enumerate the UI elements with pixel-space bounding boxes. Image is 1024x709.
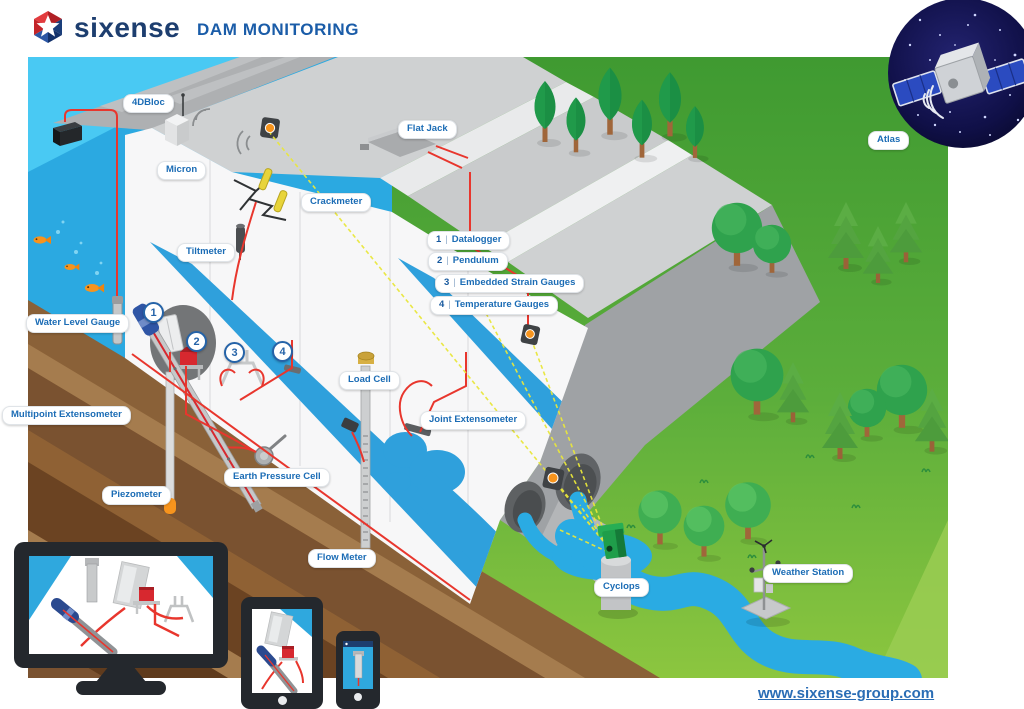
label-joint-extensometer: Joint Extensometer — [420, 411, 527, 430]
label-micron: Micron — [157, 161, 207, 180]
monitor-frame — [14, 542, 228, 668]
legend-text: Temperature Gauges — [454, 299, 550, 310]
label-piezometer: Piezometer — [102, 486, 171, 505]
trees — [534, 67, 948, 562]
brand-name: sixense — [74, 12, 181, 43]
website-link[interactable]: www.sixense-group.com — [758, 685, 935, 702]
phone-screen — [343, 641, 373, 689]
page-title: DAM MONITORING — [197, 20, 360, 39]
marker-2: 2 — [186, 331, 207, 352]
header: sixense DAM MONITORING — [0, 0, 1024, 56]
legend-item-pendulum: 2|Pendulum — [428, 252, 508, 271]
tablet — [241, 597, 323, 709]
legend-num: 1 — [436, 234, 442, 245]
sixense-logo-icon — [34, 11, 62, 43]
marker-4: 4 — [272, 341, 293, 362]
legend-item-temperature-gauges: 4|Temperature Gauges — [430, 296, 559, 315]
weather-station-icon — [740, 539, 792, 627]
legend-num: 3 — [444, 277, 450, 288]
legend-num: 2 — [437, 255, 443, 266]
water-level-cable — [64, 109, 118, 298]
label-water-level-gauge: Water Level Gauge — [26, 314, 130, 333]
label-crackmeter: Crackmeter — [301, 193, 372, 212]
target-icon — [520, 324, 541, 346]
flow-sensor-icon — [341, 417, 365, 463]
fish-group — [33, 220, 105, 293]
label-load-cell: Load Cell — [339, 371, 400, 390]
temperature-gauge-icon — [283, 364, 302, 374]
phone-home-button[interactable] — [354, 693, 362, 701]
label-earth-pressure-cell: Earth Pressure Cell — [224, 468, 330, 487]
monitor-screen — [29, 556, 213, 654]
4dbloc-icon — [53, 122, 82, 146]
label-atlas: Atlas — [868, 131, 910, 150]
tablet-screen — [252, 609, 312, 693]
legend-text: Pendulum — [452, 255, 499, 266]
legend-num: 4 — [439, 299, 445, 310]
legend-item-datalogger: 1|Datalogger — [427, 231, 511, 250]
label-flat-jack: Flat Jack — [398, 120, 457, 139]
load-cell-icon — [357, 351, 375, 364]
label-flow-meter: Flow Meter — [308, 549, 376, 568]
label-weather-station: Weather Station — [763, 564, 854, 583]
monitor-stand — [96, 666, 146, 682]
joint-extensometer-icon — [404, 423, 432, 437]
survey-target-icon — [260, 117, 280, 139]
label-tiltmeter: Tiltmeter — [177, 243, 235, 262]
smartphone — [336, 631, 380, 709]
target-icon — [542, 466, 565, 491]
legend-text: Embedded Strain Gauges — [459, 277, 576, 288]
marker-1: 1 — [143, 302, 164, 323]
label-multipoint-extensometer: Multipoint Extensometer — [2, 406, 131, 425]
monitor-base — [76, 681, 166, 695]
legend-text: Datalogger — [451, 234, 502, 245]
satellite-icon — [888, 0, 1024, 148]
tablet-home-button[interactable] — [278, 696, 287, 705]
micron-icon — [165, 93, 211, 146]
flow-meter-icon — [360, 365, 371, 549]
label-cyclops: Cyclops — [594, 578, 649, 597]
label-4dbloc: 4DBloc — [123, 94, 174, 113]
crackmeter-icon — [233, 168, 288, 221]
marker-3: 3 — [224, 342, 245, 363]
legend-item-strain-gauges: 3|Embedded Strain Gauges — [435, 274, 585, 293]
